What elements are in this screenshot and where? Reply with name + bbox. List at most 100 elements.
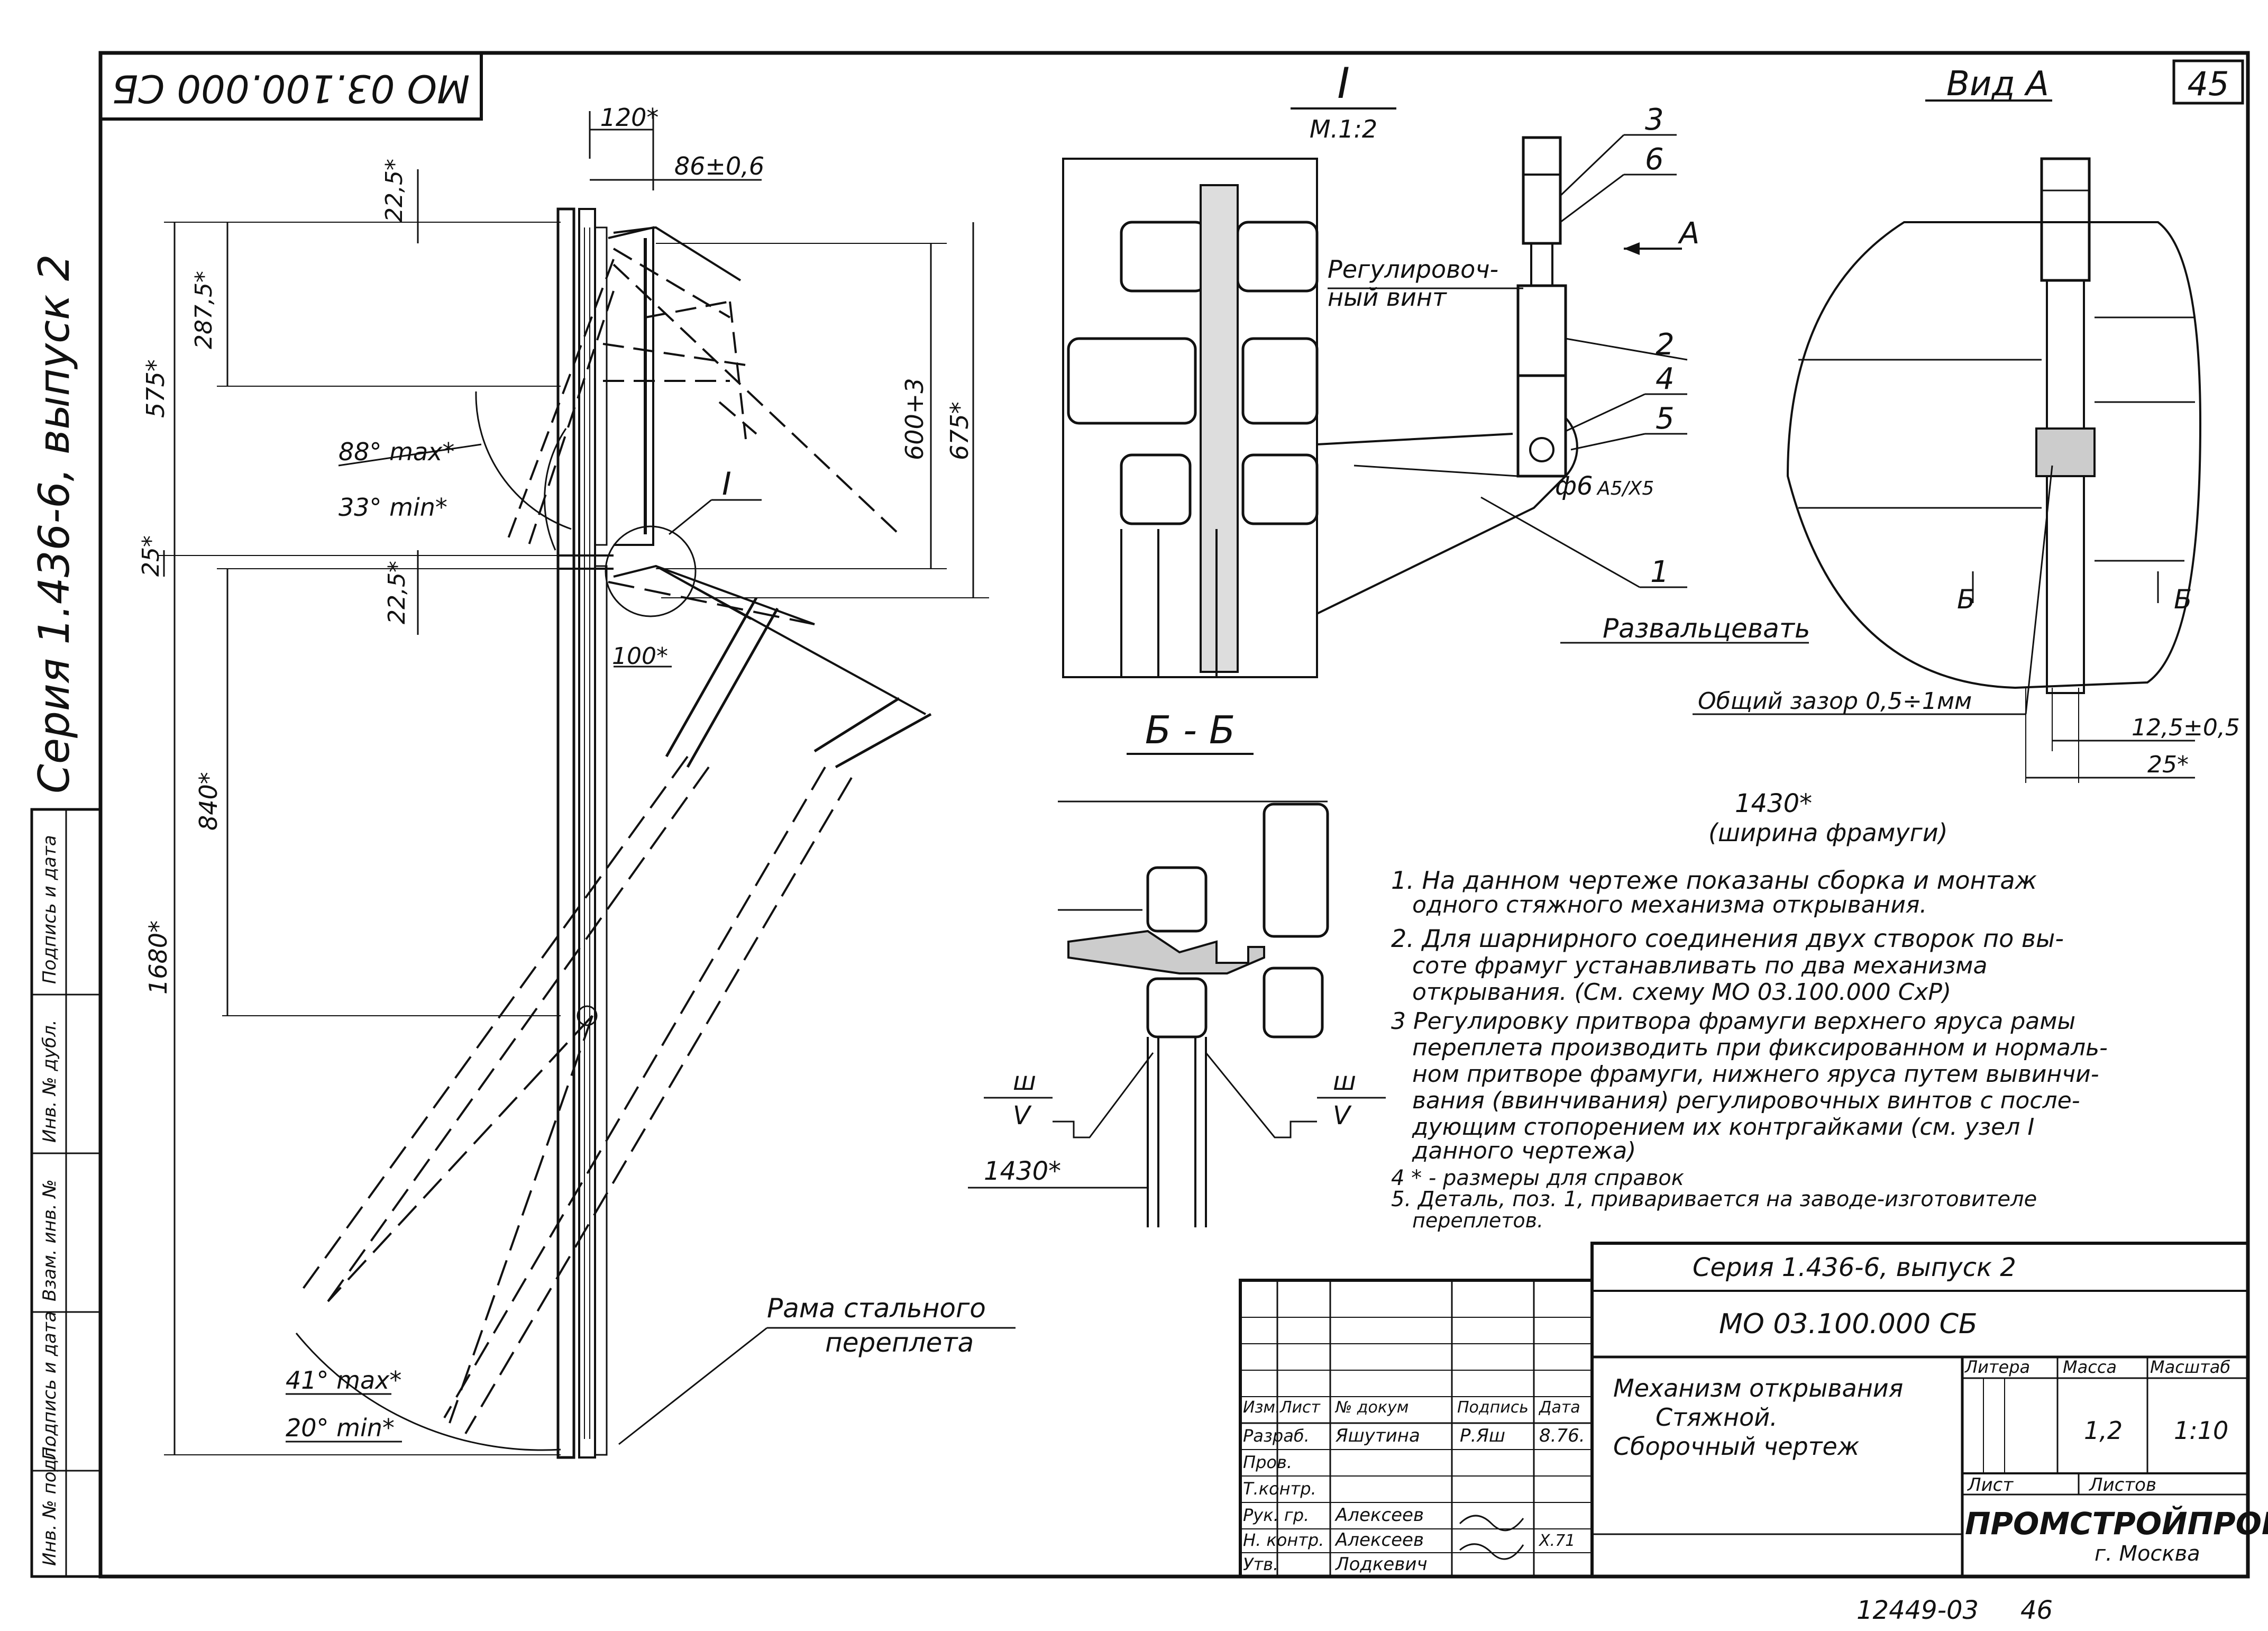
tb-name-2: Стяжной.	[1656, 1403, 1778, 1432]
notes-block: 1. На данном чертеже показаны сборка и м…	[1391, 866, 2108, 1232]
svg-text:Подпись и дата: Подпись и дата	[39, 1311, 60, 1460]
note-line: данного чертежа)	[1412, 1137, 1636, 1164]
dim-1680: 1680*	[144, 921, 172, 995]
tb-org: ПРОМСТРОЙПРОЕКТ	[1965, 1505, 2268, 1542]
tb-role: Утв.	[1243, 1554, 1278, 1574]
section-mark-right: Б	[2174, 584, 2192, 615]
dim-575: 575*	[141, 359, 170, 418]
view-A: Вид А Б Б Общий зазор 0,5÷1мм 12,5±0,5 2…	[1693, 65, 2240, 847]
pin-dimension: ф6	[1555, 471, 1593, 501]
left-stamp: Инв. № подл. Подпись и дата Взам. инв. №…	[30, 808, 102, 1578]
tb-person: Яшутина	[1335, 1425, 1420, 1446]
detail-I-callout: I	[722, 466, 731, 503]
screw-label-2: ный винт	[1328, 283, 1447, 312]
dim-86: 86±0,6	[674, 152, 764, 180]
frame-label-1: Рама стального	[767, 1293, 986, 1324]
weld-left-top: ш	[1013, 1067, 1036, 1096]
doc-code-rotated: МО 03.100.000 СБ	[112, 66, 470, 111]
dim-675: 675*	[945, 402, 974, 460]
tb-series: Серия 1.436-6, выпуск 2	[1693, 1253, 2016, 1282]
tb-col-izm: Изм.	[1243, 1398, 1281, 1417]
tb-signature: Р.Яш	[1460, 1425, 1505, 1446]
tb-role: Н. контр.	[1243, 1530, 1324, 1550]
svg-text:Взам. инв. №: Взам. инв. №	[39, 1179, 60, 1301]
angle-20-min: 20° min*	[286, 1414, 395, 1442]
main-elevation-view: I 120* 86±0,6 22,5* 287,5* 575* 600+3	[138, 103, 1016, 1459]
tb-col-doc: № докум	[1334, 1398, 1409, 1417]
label-6: 6	[1645, 142, 1664, 177]
weld-right-top: ш	[1333, 1067, 1356, 1096]
note-line: соте фрамуг устанавливать по два механиз…	[1412, 952, 1987, 979]
tb-sheet: Лист	[1967, 1474, 2014, 1496]
note-line: 2. Для шарнирного соединения двух створо…	[1391, 924, 2064, 953]
note-line: дующим стопорением их контргайками (см. …	[1412, 1114, 2034, 1141]
title-block: Серия 1.436-6, выпуск 2 МО 03.100.000 СБ…	[1239, 1242, 2268, 1578]
section-BB: Б - Б ш V ш V 1430*	[968, 708, 1386, 1227]
label-3: 3	[1645, 103, 1664, 137]
dim-100: 100*	[612, 643, 668, 670]
note-line: открывания. (См. схему МО 03.100.000 СхР…	[1412, 979, 1951, 1006]
tb-name-1: Механизм открывания	[1613, 1374, 1903, 1402]
svg-text:МО 03.100.000 СБ: МО 03.100.000 СБ	[112, 66, 470, 111]
tb-name-3: Сборочный чертеж	[1613, 1432, 1860, 1461]
tb-role: Пров.	[1243, 1452, 1292, 1472]
angle-41-max: 41° max*	[286, 1366, 401, 1395]
series-side-label: Серия 1.436-6, выпуск 2	[30, 254, 79, 794]
footer-inventory: 12449-03	[1857, 1596, 1979, 1625]
svg-text:Серия 1.436-6, выпуск 2: Серия 1.436-6, выпуск 2	[30, 254, 79, 794]
dim-225-bottom: 22,5*	[383, 561, 410, 624]
tb-col-sign: Подпись	[1457, 1398, 1529, 1417]
tb-role: Т.контр.	[1243, 1479, 1316, 1499]
frame-label-2: переплета	[825, 1327, 974, 1358]
gap-note: Общий зазор 0,5÷1мм	[1698, 688, 1972, 715]
sheet-frame	[98, 51, 2250, 1579]
tb-person: Лодкевич	[1334, 1554, 1428, 1575]
sheet-number: 45	[2188, 65, 2229, 103]
screw-label-1: Регулировоч-	[1328, 255, 1498, 284]
label-4: 4	[1656, 362, 1675, 396]
label-1: 1	[1650, 555, 1669, 589]
weld-left-bottom: V	[1013, 1101, 1032, 1131]
tb-city: г. Москва	[2095, 1542, 2200, 1566]
angle-33-min: 33° min*	[339, 493, 447, 522]
view-A-arrow-label: А	[1678, 216, 1699, 251]
tb-code: МО 03.100.000 СБ	[1719, 1308, 1978, 1340]
dim-120: 120*	[600, 103, 659, 132]
note-line: 1. На данном чертеже показаны сборка и м…	[1391, 866, 2037, 895]
svg-text:Инв. № подл.: Инв. № подл.	[39, 1442, 60, 1566]
dim-25: 25*	[138, 535, 164, 577]
note-line: 4 * - размеры для справок	[1391, 1166, 1684, 1190]
detail-I-title: I	[1337, 59, 1350, 108]
detail-I-scale: М.1:2	[1310, 115, 1377, 143]
width-note: (ширина фрамуги)	[1708, 818, 1948, 847]
svg-text:Инв. № дубл.: Инв. № дубл.	[39, 1019, 60, 1143]
tb-role: Рук. гр.	[1243, 1505, 1309, 1525]
angle-88-max: 88° max*	[339, 438, 454, 466]
note-line: переплета производить при фиксированном …	[1412, 1034, 2108, 1061]
tb-scale-head: Масштаб	[2150, 1357, 2230, 1377]
note-line: переплетов.	[1412, 1209, 1543, 1232]
tb-person: Алексеев	[1334, 1529, 1424, 1551]
tb-col-list: Лист	[1279, 1398, 1321, 1417]
pin-fit: A5/X5	[1596, 478, 1654, 499]
dim-225-top: 22,5*	[381, 159, 408, 222]
dim-25-view-A: 25*	[2147, 751, 2189, 778]
tb-date: Х.71	[1538, 1532, 1575, 1550]
tb-litera: Литера	[1964, 1357, 2030, 1377]
weld-right-bottom: V	[1333, 1101, 1352, 1131]
note-line: 5. Деталь, поз. 1, приваривается на заво…	[1391, 1187, 2037, 1211]
detail-I-view: I М.1:2 А 3 6 2 4	[1062, 59, 1810, 678]
tb-person: Алексеев	[1334, 1505, 1424, 1526]
tb-role: Разраб.	[1243, 1426, 1310, 1446]
section-mark-left: Б	[1957, 584, 1975, 615]
dim-12-5: 12,5±0,5	[2132, 714, 2240, 741]
note-line: вания (ввинчивания) регулировочных винто…	[1412, 1087, 2080, 1114]
dim-600: 600+3	[900, 378, 929, 460]
dim-1430-width: 1430*	[1735, 789, 1812, 818]
note-line: 3 Регулировку притвора фрамуги верхнего …	[1391, 1008, 2075, 1035]
dim-2875: 287,5*	[190, 271, 217, 349]
tb-mass-value: 1,2	[2084, 1416, 2123, 1445]
tb-mass: Масса	[2063, 1357, 2117, 1377]
tb-date: 8.76.	[1539, 1425, 1585, 1446]
